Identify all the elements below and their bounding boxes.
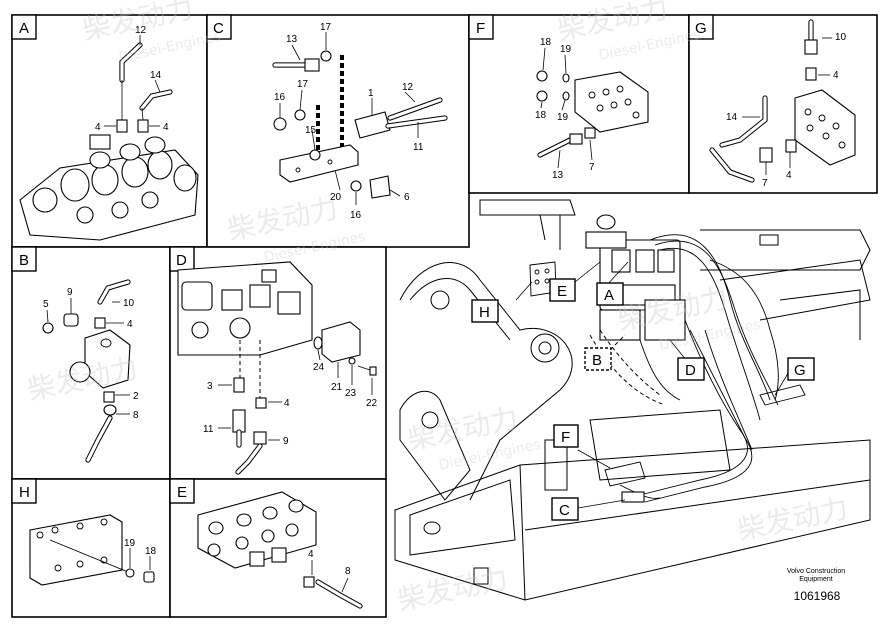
- distribution-block: [574, 71, 649, 133]
- callout-4: 4: [95, 122, 101, 133]
- callout-20: 20: [330, 192, 342, 203]
- callout-14: 14: [150, 70, 162, 81]
- callout-15: 15: [305, 125, 317, 136]
- overview-tag-c[interactable]: C: [551, 497, 579, 521]
- panel-a-letter: A: [19, 20, 29, 37]
- callout-2: 2: [133, 391, 139, 402]
- panel-a: A 12 14 4: [11, 14, 208, 248]
- footer: Volvo Construction Equipment 1061968: [787, 568, 845, 603]
- callout-19: 19: [557, 112, 569, 123]
- panel-d-letter: D: [176, 252, 187, 269]
- panel-f-letter: F: [476, 20, 485, 37]
- panel-c: C 13: [206, 14, 470, 248]
- watermark-text: 柴发动力: [395, 561, 511, 617]
- callout-5: 5: [43, 299, 49, 310]
- callout-4: 4: [833, 70, 839, 81]
- overview-tag-e-label: E: [557, 283, 567, 300]
- callout-7: 7: [762, 178, 768, 189]
- callout-16: 16: [274, 92, 286, 103]
- callout-8: 8: [345, 566, 351, 577]
- callout-1: 1: [368, 88, 374, 99]
- callout-19: 19: [124, 538, 136, 549]
- panel-f: F 18 19 18 19 13 7: [468, 14, 690, 194]
- overview-tag-h[interactable]: H: [471, 299, 499, 323]
- callout-17: 17: [297, 79, 309, 90]
- callout-4: 4: [308, 549, 314, 560]
- callout-6: 6: [404, 192, 410, 203]
- callout-11: 11: [203, 424, 214, 435]
- junction-box: [321, 321, 361, 363]
- callout-18: 18: [540, 37, 552, 48]
- drawing-number: 1061968: [794, 589, 841, 603]
- brand-line-1: Volvo Construction: [787, 568, 845, 575]
- callout-16: 16: [350, 210, 362, 221]
- panel-e: E 4 8: [169, 478, 387, 618]
- overview-tag-h-label: H: [479, 304, 490, 321]
- callout-23: 23: [345, 388, 357, 399]
- callout-4: 4: [786, 170, 792, 181]
- control-valve-block: [19, 134, 199, 241]
- control-valve-section: [177, 261, 313, 356]
- callout-18: 18: [145, 546, 157, 557]
- callout-4: 4: [127, 319, 133, 330]
- callout-19: 19: [560, 44, 572, 55]
- callout-12: 12: [402, 82, 414, 93]
- panel-b: B 5 9 10 4 2 8: [11, 246, 171, 480]
- callout-3: 3: [207, 381, 213, 392]
- callout-10: 10: [123, 298, 135, 309]
- callout-10: 10: [835, 32, 847, 43]
- callout-8: 8: [133, 410, 139, 421]
- overview-tag-e[interactable]: E: [549, 278, 576, 302]
- callout-12: 12: [135, 25, 147, 36]
- callout-7: 7: [589, 162, 595, 173]
- callout-22: 22: [366, 398, 378, 409]
- watermark-text: 柴发动力: [735, 491, 851, 547]
- tee-fitting: [354, 111, 391, 139]
- adapter-fitting: [116, 119, 128, 133]
- panel-d: D: [169, 246, 387, 480]
- overview-tag-g-label: G: [794, 362, 806, 379]
- adapter-fitting: [137, 119, 149, 133]
- callout-14: 14: [726, 112, 738, 123]
- overview-tag-a[interactable]: A: [596, 282, 624, 306]
- panel-b-letter: B: [19, 252, 29, 269]
- callout-24: 24: [313, 362, 325, 373]
- panel-h: H 19 18: [11, 478, 171, 618]
- callout-18: 18: [535, 110, 547, 121]
- machine-overview: [394, 199, 871, 601]
- panel-h-letter: H: [19, 484, 30, 501]
- panel-e-letter: E: [177, 484, 187, 501]
- brand-line-2: Equipment: [799, 576, 833, 583]
- panel-g: G 10 4 14 7 4: [688, 14, 878, 194]
- overview-tag-d-label: D: [685, 362, 696, 379]
- overview-tag-c-label: C: [559, 502, 570, 519]
- overview-tag-g[interactable]: G: [787, 357, 815, 381]
- callout-13: 13: [552, 170, 564, 181]
- callout-4: 4: [163, 122, 169, 133]
- callout-4: 4: [284, 398, 290, 409]
- panel-c-letter: C: [213, 20, 224, 37]
- overview-tag-f[interactable]: F: [553, 424, 579, 448]
- callout-21: 21: [331, 382, 343, 393]
- overview-tag-a-label: A: [604, 287, 614, 304]
- overview-tag-b-label: B: [592, 352, 602, 369]
- callout-11: 11: [413, 142, 424, 153]
- callout-9: 9: [283, 436, 289, 447]
- overview-tag-d[interactable]: D: [677, 357, 705, 381]
- overview-tag-b[interactable]: B: [584, 347, 612, 371]
- callout-17: 17: [320, 22, 332, 33]
- panel-g-letter: G: [695, 20, 707, 37]
- distribution-block: [197, 491, 317, 569]
- mounting-bracket: [279, 144, 359, 183]
- overview-tag-f-label: F: [561, 429, 570, 446]
- callout-13: 13: [286, 34, 298, 45]
- callout-9: 9: [67, 287, 73, 298]
